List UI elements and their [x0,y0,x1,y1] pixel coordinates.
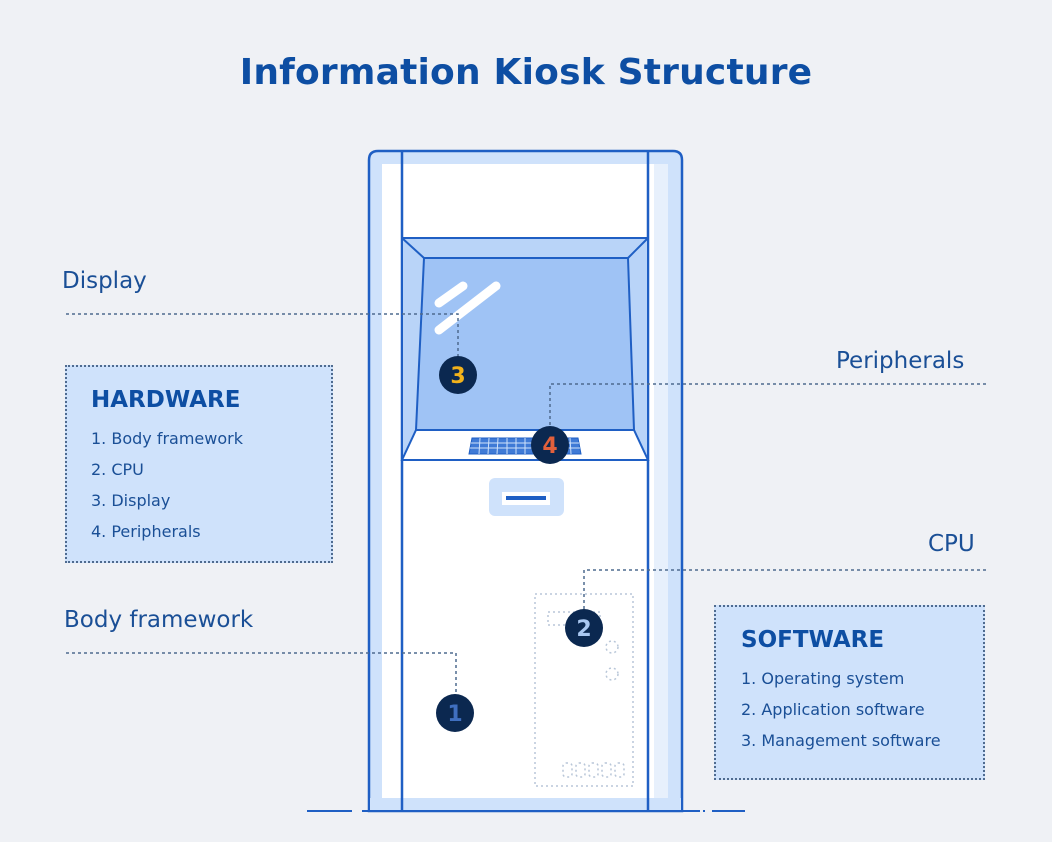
hardware-item: 4. Peripherals [91,522,201,541]
software-item: 2. Application software [741,700,925,719]
callout-display: Display [62,268,147,294]
cpu-leader [583,569,986,610]
card-slot-icon [489,478,564,516]
display-leader [66,313,459,360]
marker-3: 3 [439,356,477,394]
page-title: Information Kiosk Structure [239,52,813,93]
hardware-heading: HARDWARE [91,387,241,413]
software-heading: SOFTWARE [741,627,885,653]
hardware-item: 2. CPU [91,460,144,479]
hardware-item: 3. Display [91,491,171,510]
peripherals-leader [549,383,986,430]
callout-peripherals: Peripherals [836,348,965,374]
callout-body-framework: Body framework [64,607,254,633]
marker-4-number: 4 [542,434,557,459]
marker-2: 2 [565,609,603,647]
software-box: SOFTWARE 1. Operating system 2. Applicat… [714,605,985,780]
hardware-box: HARDWARE 1. Body framework 2. CPU 3. Dis… [65,365,333,563]
software-item: 1. Operating system [741,669,905,688]
marker-2-number: 2 [576,617,591,642]
software-item: 3. Management software [741,731,941,750]
leader-lines [66,313,986,694]
callout-cpu: CPU [928,531,975,557]
marker-1-number: 1 [447,702,462,727]
hardware-item: 1. Body framework [91,429,243,448]
marker-3-number: 3 [450,364,465,389]
marker-4: 4 [531,426,569,464]
body-leader [66,652,457,694]
marker-1: 1 [436,694,474,732]
display-screen [400,237,650,461]
